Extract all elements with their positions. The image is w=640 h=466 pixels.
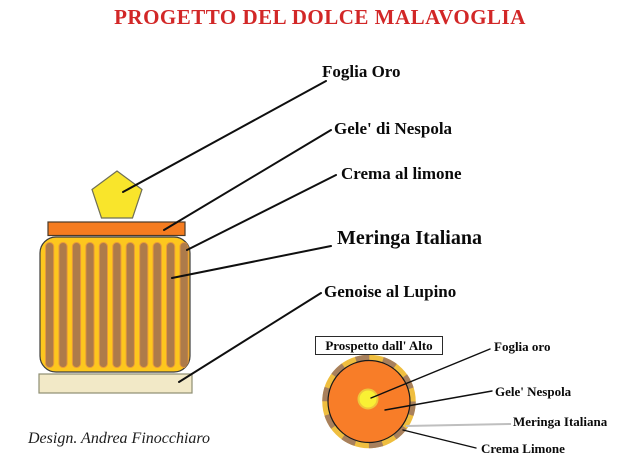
meringa-stripe xyxy=(139,242,149,368)
label-crema-limone: Crema al limone xyxy=(341,164,462,183)
crema-ring-brown xyxy=(322,354,416,449)
leader-meringa xyxy=(171,245,332,279)
leader-gele-nespola xyxy=(163,129,332,231)
meringa-stripe xyxy=(152,242,162,368)
meringa-stripe xyxy=(112,242,122,368)
meringa-stripe xyxy=(85,242,95,368)
leader-crema-limone xyxy=(186,174,337,251)
label-top-meringa: Meringa Italiana xyxy=(513,414,608,429)
label-meringa-italiana: Meringa Italiana xyxy=(337,227,482,249)
leader-foglia-oro xyxy=(122,80,327,193)
label-foglia-oro: Foglia Oro xyxy=(322,62,401,81)
meringa-stripe xyxy=(166,242,176,368)
page-title: PROGETTO DEL DOLCE MALAVOGLIA xyxy=(114,5,526,29)
meringa-stripe xyxy=(71,242,82,368)
meringa-stripes xyxy=(45,242,189,368)
label-genoise-lupino: Genoise al Lupino xyxy=(324,282,457,301)
leader-top-gele xyxy=(384,390,493,411)
label-top-gele-nespola: Gele' Nespola xyxy=(495,384,572,399)
genoise-base xyxy=(38,373,193,394)
meringa-stripe xyxy=(98,242,109,368)
leader-top-foglia xyxy=(370,348,491,399)
gele-nespola-layer xyxy=(47,221,186,237)
foglia-oro-pentagon xyxy=(91,170,143,219)
leader-top-crema xyxy=(402,429,477,449)
meringa-stripe xyxy=(45,242,55,368)
top-view-title-box: Prospetto dall' Alto xyxy=(315,336,443,355)
designer-signature: Design. Andrea Finocchiaro xyxy=(28,430,211,447)
meringa-stripe xyxy=(58,242,68,368)
meringa-stripe xyxy=(179,242,189,368)
label-gele-nespola: Gele' di Nespola xyxy=(334,119,453,138)
top-view-circle xyxy=(322,354,416,449)
leader-top-meringa xyxy=(405,423,512,427)
leader-genoise xyxy=(178,292,322,383)
label-top-crema: Crema Limone xyxy=(481,441,565,456)
foglia-center-dot xyxy=(357,388,379,410)
meringa-stripe xyxy=(125,242,135,368)
label-top-foglia-oro: Foglia oro xyxy=(494,339,551,354)
